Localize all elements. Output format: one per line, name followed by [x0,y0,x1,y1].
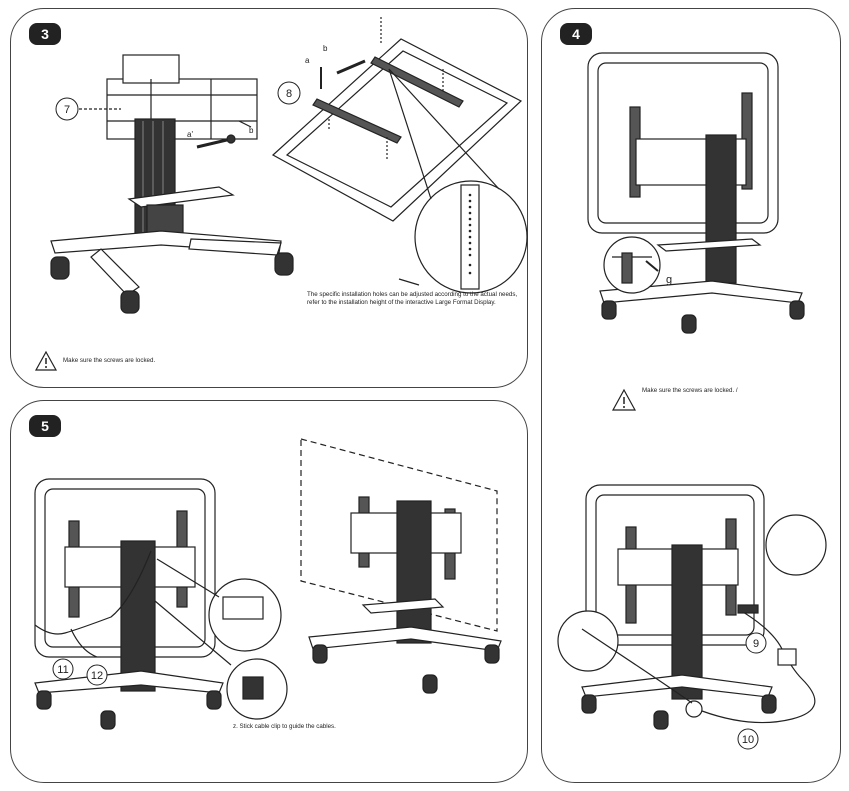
step-5-badge: 5 [29,415,61,437]
step-5-cable-routing-illustration: 11 12 [34,438,502,730]
warning-triangle-icon [34,350,58,371]
callout-12: 12 [91,670,103,682]
step-4-mounted-display-illustration: g [587,52,805,334]
callout-9: 9 [753,638,759,650]
step-3-panel: 3 [10,8,528,388]
callout-a-prime: a' [187,130,193,139]
callout-a: a [305,56,310,65]
callout-g: g [666,274,672,286]
step-3-adjust-note: The specific installation holes can be a… [307,291,518,306]
step-3-display-illustration: 8 a b [271,17,528,294]
step-5-panel: 5 [10,400,528,783]
callout-8: 8 [286,88,292,100]
step-4-power-connection-illustration: 9 10 [557,484,827,750]
step-3-badge: 3 [29,23,61,45]
callout-10: 10 [742,734,754,746]
step-3-cart-illustration: 7 a' b [50,54,294,314]
callout-b-top: b [323,44,328,53]
step-4-warning-text: Make sure the screws are locked. / [642,387,738,394]
warning-triangle-icon [611,388,637,411]
callout-7: 7 [64,104,70,116]
step-4-badge: 4 [560,23,592,45]
step-5-cable-clip-note: z. Stick cable clip to guide the cables. [233,723,336,730]
step-4-panel: 4 g Make sure the screws are locked. / [541,8,841,783]
callout-11: 11 [57,664,68,676]
step-3-warning-text: Make sure the screws are locked. [63,357,156,364]
callout-b-side: b [249,126,254,135]
